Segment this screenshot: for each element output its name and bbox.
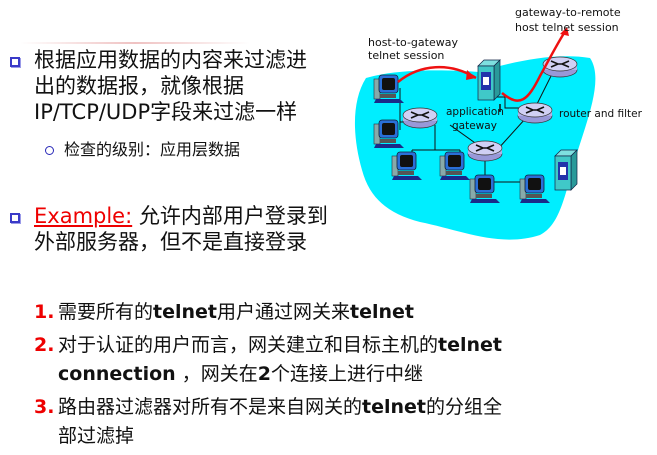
bullet-2-text: Example: 允许内部用户登录到 外部服务器，但不是直接登录 (34, 203, 374, 255)
application-gateway-label: application (446, 106, 504, 118)
application-gateway-server-icon (477, 59, 501, 101)
number-1: 1. (34, 301, 55, 323)
numbered-list: 1. 需要所有的telnet用户通过网关来telnet 2. 对于认证的用户而言… (34, 298, 644, 451)
application-gateway-label-2: gateway (452, 120, 497, 132)
bullet-1-line-1: 根据应用数据的内容来过滤进 (34, 48, 307, 72)
bullet-1-subitem: 检查的级别：应用层数据 (64, 140, 241, 159)
router-icon (467, 140, 503, 162)
bullet-1-line-3: IP/TCP/UDP字段来过滤一样 (34, 100, 298, 124)
square-bullet-icon (10, 57, 20, 67)
router-and-filter-label: router and filter (559, 108, 643, 120)
number-2: 2. (34, 334, 55, 356)
gateway-to-remote-label: gateway-to-remote (515, 6, 621, 19)
circle-bullet-icon (45, 146, 54, 155)
bullet-2-line-1: 允许内部用户登录到 (138, 204, 328, 228)
title-underline-decoration (20, 42, 250, 44)
host-to-gateway-label-2: telnet session (368, 49, 444, 62)
numbered-item-3: 3. 路由器过滤器对所有不是来自网关的telnet的分组全 部过滤掉 (34, 393, 644, 451)
remote-server-icon (554, 149, 578, 191)
numbered-item-1: 1. 需要所有的telnet用户通过网关来telnet (34, 298, 644, 327)
gateway-to-remote-label-2: host telnet session (515, 21, 619, 34)
bullet-1-line-2: 出的数据报，就像根据 (34, 74, 244, 98)
bullet-1-text: 根据应用数据的内容来过滤进 出的数据报，就像根据 IP/TCP/UDP字段来过滤… (34, 47, 364, 125)
number-3: 3. (34, 396, 55, 418)
host-to-gateway-label: host-to-gateway (368, 36, 458, 49)
router-and-filter-icon (517, 102, 553, 124)
numbered-item-2: 2. 对于认证的用户而言，网关建立和目标主机的telnet connection… (34, 331, 644, 389)
gateway-to-remote-arrow (501, 29, 568, 102)
router-icon (402, 107, 438, 129)
square-bullet-icon (10, 213, 20, 223)
bullet-2-line-2: 外部服务器，但不是直接登录 (34, 230, 307, 254)
example-label: Example: (34, 204, 133, 228)
